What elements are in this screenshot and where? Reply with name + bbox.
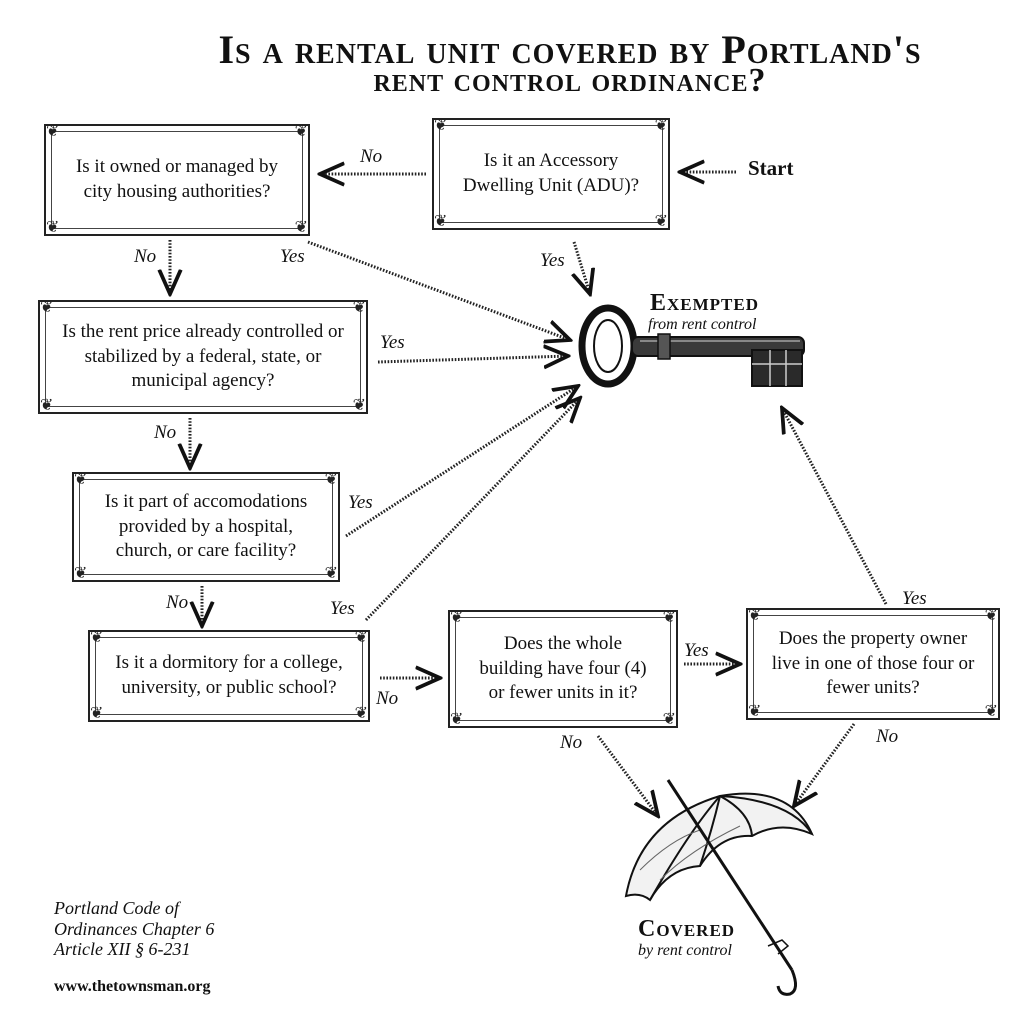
corner-ornament-icon: ❦ [40,397,54,414]
exempted-subtitle: from rent control [648,316,757,333]
arrow-dorm-yes [364,398,580,622]
corner-ornament-icon: ❦ [74,565,88,582]
corner-ornament-icon: ❦ [46,123,60,140]
citation-line-2: Ordinances Chapter 6 [54,918,215,939]
corner-ornament-icon: ❦ [450,609,464,626]
title-line-1: Is a rental unit covered by Portland's [218,27,922,72]
adu-question-box: ❦ ❦ ❦ ❦ Is it an Accessory Dwelling Unit… [432,118,670,230]
edge-label-housing-no: No [134,246,157,267]
accommodations-question-box: ❦ ❦ ❦ ❦ Is it part of accomodations prov… [72,472,340,582]
arrow-owner-yes [782,408,888,605]
corner-ornament-icon: ❦ [984,607,998,624]
corner-ornament-icon: ❦ [74,471,88,488]
corner-ornament-icon: ❦ [294,123,308,140]
rent-controlled-question-box: ❦ ❦ ❦ ❦ Is the rent price already contro… [38,300,368,414]
rent-controlled-question-text: Is the rent price already controlled or … [62,320,344,392]
corner-ornament-icon: ❦ [434,213,448,230]
arrow-rent-yes [377,356,568,362]
arrow-owner-no [794,723,856,806]
start-label: Start [748,156,794,180]
title-line-2: rent control ordinance? [373,62,767,99]
corner-ornament-icon: ❦ [450,711,464,728]
corner-ornament-icon: ❦ [654,213,668,230]
edge-label-adu-yes: Yes [540,250,565,271]
four-units-question-text: Does the whole building have four (4) or… [479,632,647,704]
edge-label-accom-yes: Yes [348,492,373,513]
edge-label-adu-no: No [360,146,383,167]
edge-label-dorm-no: No [376,688,399,709]
corner-ornament-icon: ❦ [748,607,762,624]
four-units-question-box: ❦ ❦ ❦ ❦ Does the whole building have fou… [448,610,678,728]
corner-ornament-icon: ❦ [90,629,104,646]
skeleton-key-icon [578,304,805,388]
umbrella-icon [624,779,814,996]
edge-label-owner-yes: Yes [902,588,927,609]
corner-ornament-icon: ❦ [46,219,60,236]
arrow-four-no [596,735,658,816]
corner-ornament-icon: ❦ [984,703,998,720]
owner-lives-question-box: ❦ ❦ ❦ ❦ Does the property owner live in … [746,608,1000,720]
covered-title: Covered [638,916,736,942]
corner-ornament-icon: ❦ [40,299,54,316]
corner-ornament-icon: ❦ [354,705,368,722]
arrow-adu-yes [574,241,590,294]
corner-ornament-icon: ❦ [748,703,762,720]
corner-ornament-icon: ❦ [90,705,104,722]
citation: Portland Code of Ordinances Chapter 6 Ar… [54,898,314,960]
corner-ornament-icon: ❦ [352,397,366,414]
citation-line-1: Portland Code of [54,898,179,918]
corner-ornament-icon: ❦ [324,565,338,582]
corner-ornament-icon: ❦ [662,711,676,728]
corner-ornament-icon: ❦ [654,117,668,134]
edge-label-rent-no: No [154,422,177,443]
exempted-title: Exempted [650,290,760,316]
edge-label-accom-no: No [166,592,189,613]
edge-label-rent-yes: Yes [380,332,405,353]
corner-ornament-icon: ❦ [662,609,676,626]
edge-label-housing-yes: Yes [280,246,305,267]
edge-label-four-yes: Yes [684,640,709,661]
covered-subtitle: by rent control [638,942,732,959]
corner-ornament-icon: ❦ [324,471,338,488]
corner-ornament-icon: ❦ [354,629,368,646]
arrow-accom-yes [345,386,578,538]
dormitory-question-text: Is it a dormitory for a college, univers… [115,652,343,698]
edge-label-dorm-yes: Yes [330,598,355,619]
edge-label-owner-no: No [876,726,899,747]
adu-question-text: Is it an Accessory Dwelling Unit (ADU)? [462,150,640,196]
housing-authority-question-box: ❦ ❦ ❦ ❦ Is it owned or managed by city h… [44,124,310,236]
corner-ornament-icon: ❦ [352,299,366,316]
corner-ornament-icon: ❦ [434,117,448,134]
citation-line-3: Article XII § 6-231 [54,939,191,960]
owner-lives-question-text: Does the property owner live in one of t… [771,627,975,699]
corner-ornament-icon: ❦ [294,219,308,236]
accommodations-question-text: Is it part of accomodations provided by … [104,490,308,562]
dormitory-question-box: ❦ ❦ ❦ ❦ Is it a dormitory for a college,… [88,630,370,722]
housing-authority-question-text: Is it owned or managed by city housing a… [75,156,279,202]
edge-label-four-no: No [560,732,583,753]
website-url: www.thetownsman.org [54,978,211,995]
